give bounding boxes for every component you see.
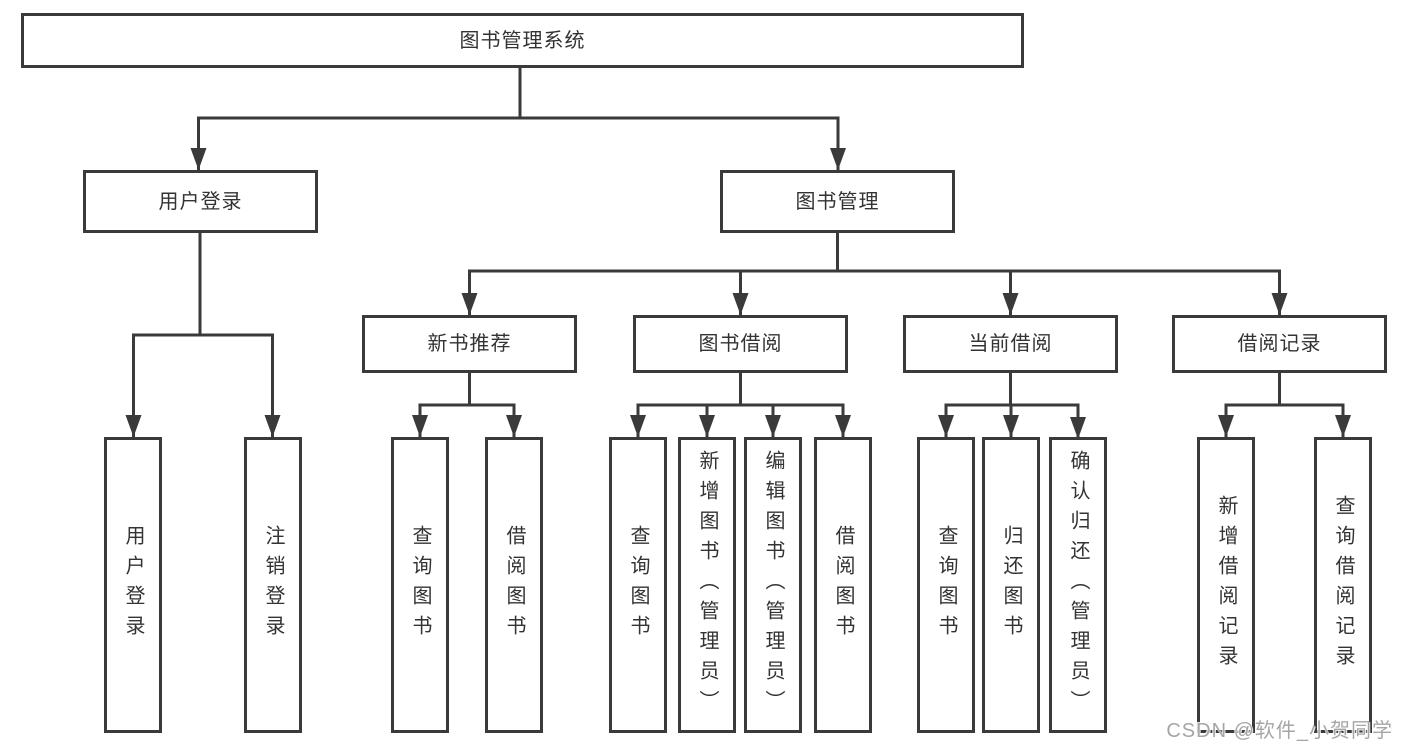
node-current-borrow: 当前借阅 xyxy=(903,315,1118,373)
node-root: 图书管理系统 xyxy=(21,13,1024,68)
leaf-return-book-label: 归还图书 xyxy=(1000,525,1022,645)
leaf-add-book-admin: 新增图书（管理员） xyxy=(678,437,736,733)
leaf-query-books-current-label: 查询图书 xyxy=(935,525,957,645)
node-borrow-records-label: 借阅记录 xyxy=(1237,333,1322,355)
node-root-label: 图书管理系统 xyxy=(459,29,586,52)
leaf-logout: 注销登录 xyxy=(244,437,302,733)
leaf-borrow-books-newbook-label: 借阅图书 xyxy=(503,525,525,645)
node-new-book-label: 新书推荐 xyxy=(427,333,512,355)
node-book-borrow-label: 图书借阅 xyxy=(698,333,783,355)
leaf-user-login-label: 用户登录 xyxy=(122,525,144,645)
leaf-query-borrow-record: 查询借阅记录 xyxy=(1314,437,1372,733)
leaf-query-books-borrow-label: 查询图书 xyxy=(627,525,649,645)
leaf-edit-book-admin-label: 编辑图书（管理员） xyxy=(762,450,784,720)
leaf-logout-label: 注销登录 xyxy=(262,525,284,645)
watermark: CSDN @软件_小贺同学 xyxy=(1166,720,1393,742)
node-user-login: 用户登录 xyxy=(83,170,318,233)
edge-group xyxy=(125,66,1351,440)
leaf-borrow-books-newbook: 借阅图书 xyxy=(485,437,543,733)
leaf-add-book-admin-label: 新增图书（管理员） xyxy=(696,450,718,720)
node-new-book-recommend: 新书推荐 xyxy=(362,315,577,373)
leaf-borrow-books-borrow-label: 借阅图书 xyxy=(832,525,854,645)
node-user-login-label: 用户登录 xyxy=(158,190,243,213)
node-current-borrow-label: 当前借阅 xyxy=(968,333,1053,355)
leaf-return-book: 归还图书 xyxy=(982,437,1040,733)
leaf-query-borrow-record-label: 查询借阅记录 xyxy=(1332,495,1354,675)
leaf-add-borrow-record-label: 新增借阅记录 xyxy=(1215,495,1237,675)
node-book-mgmt-label: 图书管理 xyxy=(795,190,880,213)
node-borrow-records: 借阅记录 xyxy=(1172,315,1387,373)
leaf-query-books-newbook: 查询图书 xyxy=(391,437,449,733)
leaf-borrow-books-borrow: 借阅图书 xyxy=(814,437,872,733)
leaf-query-books-newbook-label: 查询图书 xyxy=(409,525,431,645)
node-book-mgmt: 图书管理 xyxy=(720,170,955,233)
leaf-query-books-borrow: 查询图书 xyxy=(609,437,667,733)
node-book-borrow: 图书借阅 xyxy=(633,315,848,373)
leaf-user-login: 用户登录 xyxy=(104,437,162,733)
leaf-confirm-return-admin: 确认归还（管理员） xyxy=(1049,437,1107,733)
leaf-confirm-return-admin-label: 确认归还（管理员） xyxy=(1067,450,1089,720)
leaf-edit-book-admin: 编辑图书（管理员） xyxy=(744,437,802,733)
leaf-query-books-current: 查询图书 xyxy=(917,437,975,733)
leaf-add-borrow-record: 新增借阅记录 xyxy=(1197,437,1255,733)
